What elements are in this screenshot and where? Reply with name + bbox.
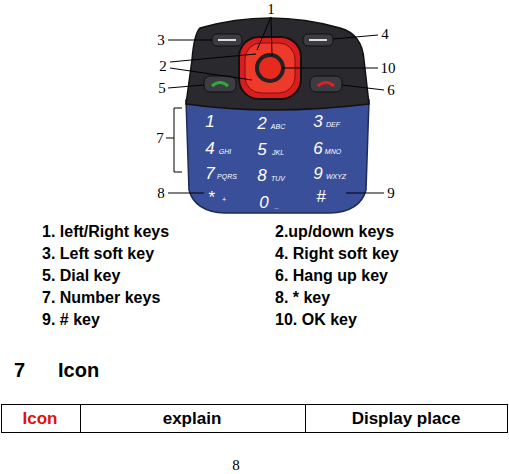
nav-bezel xyxy=(186,18,369,110)
key-digit: * xyxy=(208,189,215,206)
key-digit: 0 xyxy=(259,194,268,211)
legend-item: 8. * key xyxy=(275,290,330,306)
key-digit: 9 xyxy=(313,165,322,182)
keypad-body xyxy=(186,100,369,213)
legend-item: 2.up/down keys xyxy=(275,224,394,240)
key-digit: 3 xyxy=(313,113,322,130)
legend-item: 6. Hang up key xyxy=(275,268,388,284)
callout-number: 1 xyxy=(267,2,275,17)
section-number: 7 xyxy=(14,360,25,380)
ok-key-border xyxy=(255,53,285,83)
dial-key xyxy=(204,76,236,92)
section-heading: Icon xyxy=(58,360,99,380)
callout-number: 7 xyxy=(156,131,164,146)
key-digit: 7 xyxy=(205,165,214,182)
legend-item: 4. Right soft key xyxy=(275,246,399,262)
key-letters: PQRS xyxy=(217,173,237,180)
key-letters: MNO xyxy=(325,148,341,155)
callout-number: 3 xyxy=(157,33,165,48)
table-header-cell: Display place xyxy=(352,410,461,427)
legend-item: 5. Dial key xyxy=(42,268,120,284)
table-header-cell: Icon xyxy=(23,410,58,427)
table-grid xyxy=(2,404,508,433)
key-digit: 6 xyxy=(313,140,322,157)
page-number: 8 xyxy=(232,458,240,473)
callout-number: 8 xyxy=(157,186,165,201)
callout-number: 4 xyxy=(381,27,389,42)
key-letters: DEF xyxy=(326,121,340,128)
soft-key-mark xyxy=(309,39,327,41)
key-digit: # xyxy=(316,188,325,205)
key-letters: TUV xyxy=(271,175,285,182)
callout-number: 10 xyxy=(381,61,396,76)
dial-icon xyxy=(212,83,228,87)
callout-number: 6 xyxy=(387,83,395,98)
key-digit: 8 xyxy=(257,167,266,184)
callout-number: 5 xyxy=(158,81,166,96)
left-soft-key xyxy=(212,34,242,46)
ok-key xyxy=(259,57,281,79)
hangup-icon xyxy=(318,83,334,87)
legend-item: 9. # key xyxy=(42,312,100,328)
key-letters: GHI xyxy=(219,148,231,155)
key-digit: 1 xyxy=(205,113,214,130)
key-digit: 4 xyxy=(205,140,214,157)
key-letters: + xyxy=(222,196,226,203)
legend-item: 10. OK key xyxy=(275,312,357,328)
key-digit: 5 xyxy=(257,141,266,158)
legend-item: 3. Left soft key xyxy=(42,246,154,262)
key-letters: _ xyxy=(275,202,279,209)
key-letters: JKL xyxy=(272,149,284,156)
callout-number: 2 xyxy=(159,59,167,74)
key-letters: ABC xyxy=(271,123,285,130)
hangup-key xyxy=(310,76,342,92)
table-header-cell: explain xyxy=(163,410,222,427)
key-digit: 2 xyxy=(257,115,266,132)
soft-key-mark xyxy=(218,39,236,41)
callout-number: 9 xyxy=(387,186,395,201)
right-soft-key xyxy=(303,34,333,46)
legend-item: 7. Number keys xyxy=(42,290,160,306)
leader-lines xyxy=(166,17,384,193)
key-letters: WXYZ xyxy=(326,173,346,180)
legend-item: 1. left/Right keys xyxy=(42,224,169,240)
